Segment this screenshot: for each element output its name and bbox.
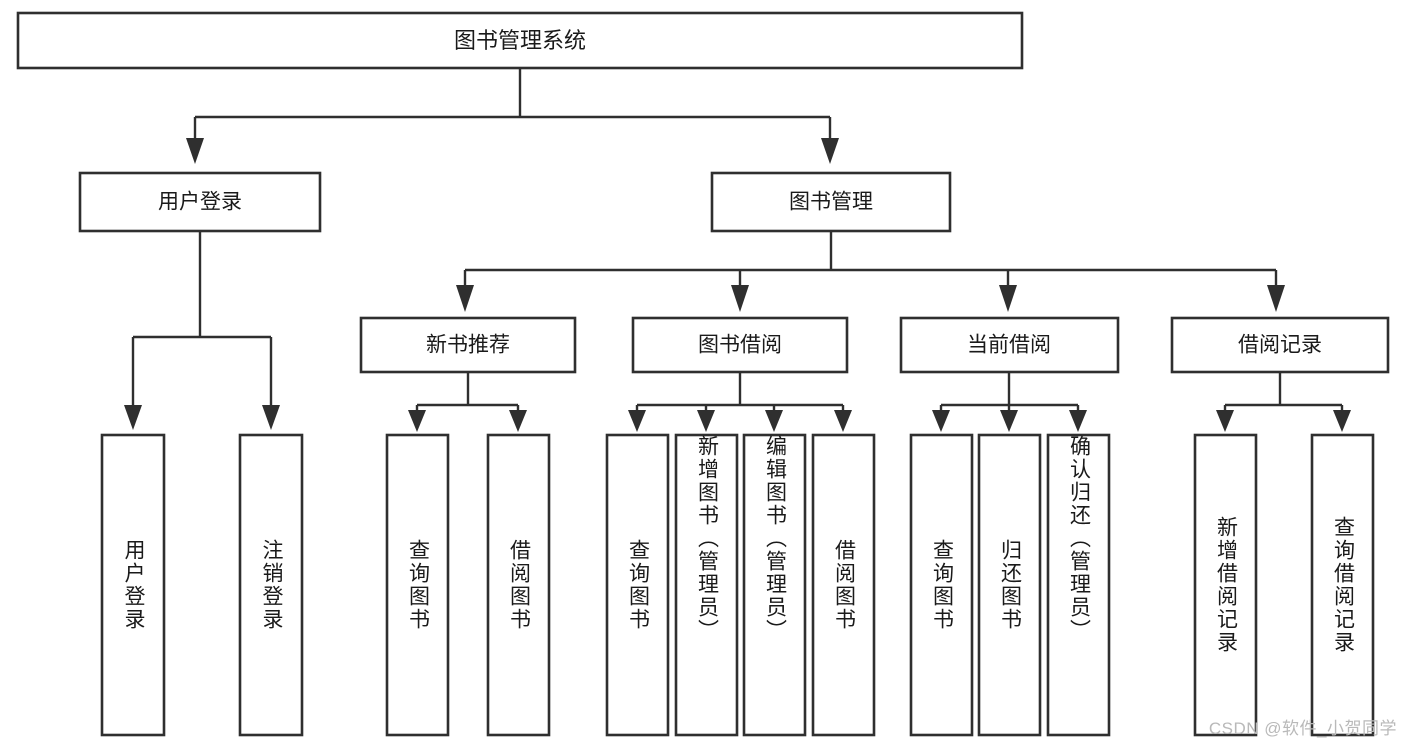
arrow-current-borrow-leaf2-icon	[1069, 410, 1087, 432]
arrow-current-borrow-leaf1-icon	[1000, 410, 1018, 432]
node-book-borrow-label: 图书借阅	[698, 334, 782, 357]
node-root-label: 图书管理系统	[454, 28, 586, 53]
leaf-user-login-0-box[interactable]	[100, 433, 166, 737]
arrow-borrow-record-leaf0-icon	[1216, 410, 1234, 432]
leaf-current-borrow-2-box[interactable]	[1046, 433, 1111, 737]
arrow-to-current-borrow-icon	[999, 285, 1017, 312]
leaf-current-borrow-0-box[interactable]	[909, 433, 974, 737]
arrow-to-book-borrow-icon	[731, 285, 749, 312]
arrow-book-borrow-leaf0-icon	[628, 410, 646, 432]
node-user-login-label: 用户登录	[158, 191, 242, 214]
arrow-to-user-login-icon	[186, 138, 204, 164]
node-current-borrow-label: 当前借阅	[967, 334, 1051, 357]
leaf-new-book-1-box[interactable]	[486, 433, 551, 737]
node-book-manage-box[interactable]	[710, 171, 952, 233]
node-book-manage-label: 图书管理	[789, 191, 873, 214]
node-new-book-recommend-box[interactable]	[359, 316, 577, 374]
leaf-book-borrow-2-box[interactable]	[742, 433, 807, 737]
arrow-borrow-record-leaf1-icon	[1333, 410, 1351, 432]
node-borrow-record-box[interactable]	[1170, 316, 1390, 374]
arrow-new-book-leaf0-icon	[408, 410, 426, 432]
arrow-to-new-book-icon	[456, 285, 474, 312]
arrow-book-borrow-leaf3-icon	[834, 410, 852, 432]
leaf-borrow-record-1-box[interactable]	[1310, 433, 1375, 737]
leaf-book-borrow-1-box[interactable]	[674, 433, 739, 737]
csdn-watermark: CSDN @软件_小贺同学	[1208, 719, 1397, 738]
node-new-book-recommend-label: 新书推荐	[426, 334, 510, 357]
node-root-box[interactable]	[16, 11, 1024, 70]
leaf-book-borrow-3-box[interactable]	[811, 433, 876, 737]
leaf-borrow-record-0-box[interactable]	[1193, 433, 1258, 737]
node-borrow-record-label: 借阅记录	[1238, 334, 1322, 357]
arrow-current-borrow-leaf0-icon	[932, 410, 950, 432]
arrow-to-borrow-record-icon	[1267, 285, 1285, 312]
leaf-new-book-0-box[interactable]	[385, 433, 450, 737]
arrow-book-borrow-leaf1-icon	[697, 410, 715, 432]
leaf-book-borrow-0-box[interactable]	[605, 433, 670, 737]
arrow-to-book-manage-icon	[821, 138, 839, 164]
node-book-borrow-box[interactable]	[631, 316, 849, 374]
node-current-borrow-box[interactable]	[899, 316, 1120, 374]
leaf-user-login-1-box[interactable]	[238, 433, 304, 737]
arrow-user-login-leaf1-icon	[262, 405, 280, 430]
arrow-book-borrow-leaf2-icon	[765, 410, 783, 432]
arrow-new-book-leaf1-icon	[509, 410, 527, 432]
leaf-current-borrow-1-box[interactable]	[977, 433, 1042, 737]
arrow-user-login-leaf0-icon	[124, 405, 142, 430]
